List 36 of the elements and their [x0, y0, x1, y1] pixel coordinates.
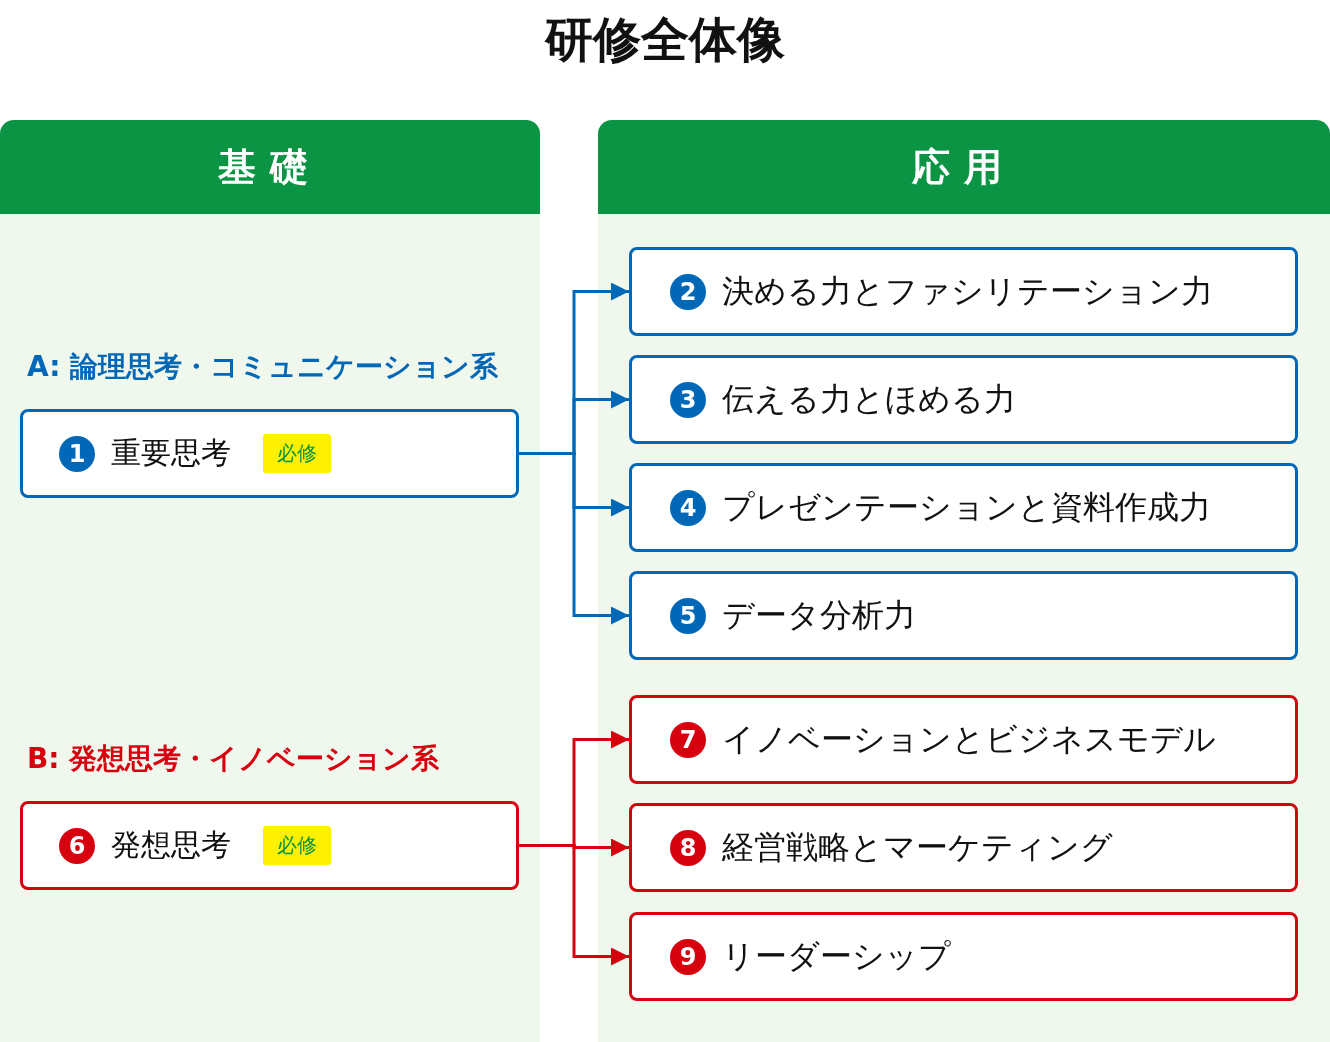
course-box [629, 803, 1298, 892]
course-box [629, 912, 1298, 1001]
course-box [629, 247, 1298, 336]
column-panel [598, 120, 1330, 1042]
group-heading: A: 論理思考・コミュニケーション系 [27, 349, 499, 385]
number-badge: 9 [670, 938, 706, 975]
course-title: 決める力とファシリテーション力 [722, 270, 1213, 312]
number-badge: 2 [670, 273, 706, 310]
number-badge: 8 [670, 829, 706, 866]
course-title: 発想思考 [111, 826, 231, 864]
course-title: 伝える力とほめる力 [722, 378, 1016, 420]
course-title: 経営戦略とマーケティング [722, 826, 1113, 868]
required-tag: 必修 [263, 434, 331, 473]
course-title: プレゼンテーションと資料作成力 [722, 486, 1211, 528]
column-panel [0, 120, 540, 1042]
number-badge: 4 [670, 489, 706, 526]
required-tag: 必修 [263, 826, 331, 865]
course-box [629, 695, 1298, 784]
column-header: 応用 [598, 120, 1330, 214]
number-badge: 7 [670, 721, 706, 758]
course-box [20, 801, 519, 890]
course-box [629, 355, 1298, 444]
course-box [629, 463, 1298, 552]
course-title: リーダーシップ [722, 935, 951, 977]
course-box [629, 571, 1298, 660]
diagram-title: 研修全体像 [543, 10, 786, 69]
number-badge: 3 [670, 381, 706, 418]
course-title: データ分析力 [722, 594, 916, 636]
group-heading: B: 発想思考・イノベーション系 [27, 741, 440, 777]
course-title: 重要思考 [111, 434, 231, 472]
number-badge: 6 [59, 827, 95, 864]
course-title: イノベーションとビジネスモデル [722, 718, 1216, 760]
number-badge: 1 [59, 435, 95, 472]
course-box [20, 409, 519, 498]
column-header: 基礎 [0, 120, 540, 214]
number-badge: 5 [670, 597, 706, 634]
